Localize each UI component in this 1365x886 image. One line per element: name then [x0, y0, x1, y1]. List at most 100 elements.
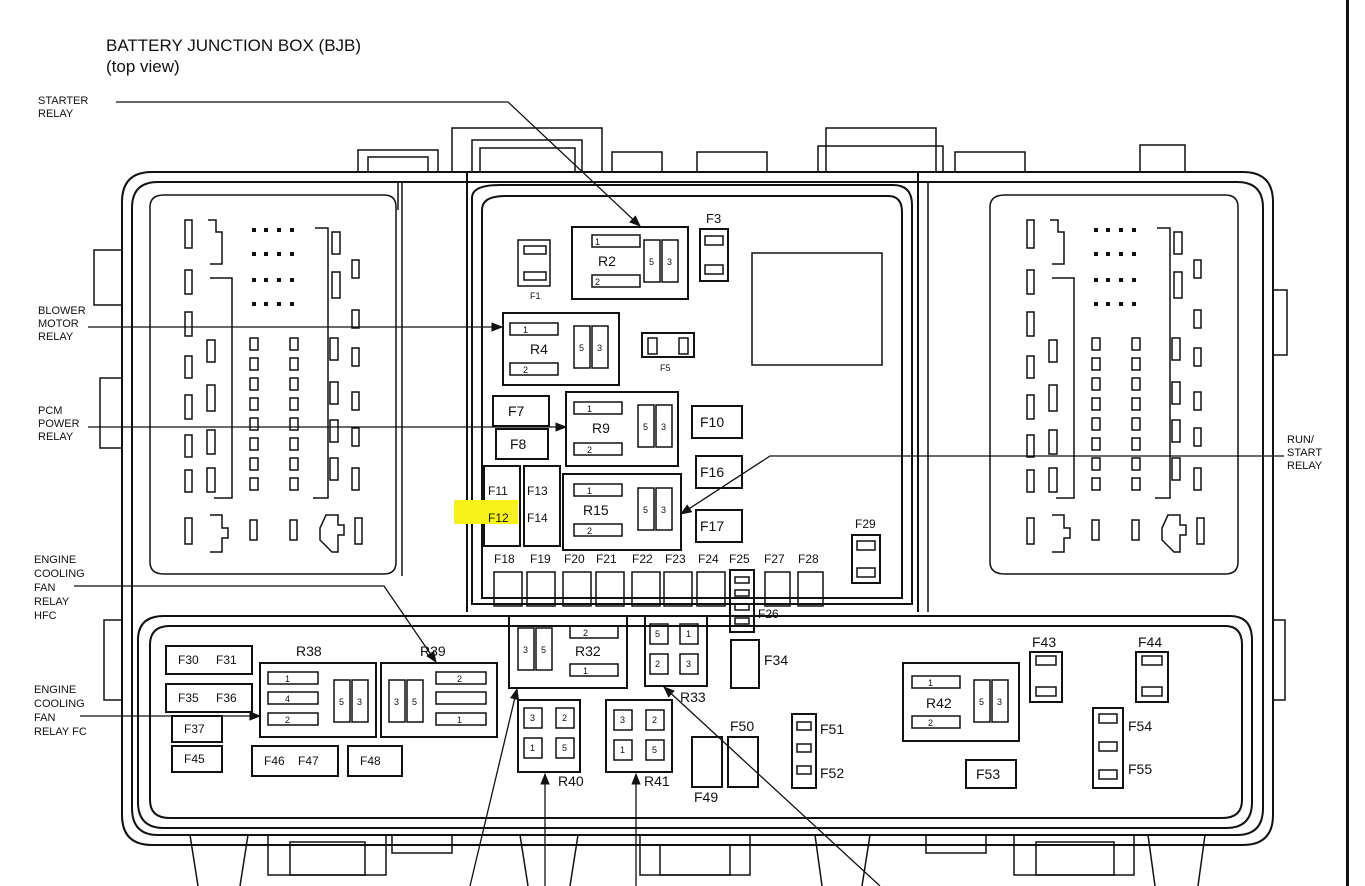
svg-text:3: 3: [667, 257, 672, 267]
relay-labels: R2 1 2 5 3 R4 1 2 5 3 R9 1 2 5 3 R15 1 2…: [285, 237, 1002, 789]
svg-text:1: 1: [928, 678, 933, 688]
svg-text:F7: F7: [508, 403, 525, 419]
svg-text:F49: F49: [694, 789, 718, 805]
svg-text:FAN: FAN: [34, 582, 55, 594]
svg-text:1: 1: [595, 237, 600, 247]
svg-text:F23: F23: [665, 552, 686, 566]
relay-r39[interactable]: [380, 662, 498, 738]
callout-labels: STARTER RELAY BLOWER MOTOR RELAY PCM POW…: [34, 95, 1323, 738]
left-connector-pins: [252, 228, 294, 306]
svg-text:1: 1: [523, 325, 528, 335]
svg-text:5: 5: [339, 697, 344, 707]
svg-text:F45: F45: [184, 752, 205, 766]
relay-r4[interactable]: [502, 312, 620, 386]
svg-text:F21: F21: [596, 552, 617, 566]
relay-r42[interactable]: [902, 662, 1020, 742]
svg-text:1: 1: [686, 629, 691, 639]
svg-text:R42: R42: [926, 695, 952, 711]
housing: [121, 171, 1274, 846]
svg-text:F52: F52: [820, 765, 844, 781]
leader-run-start-relay: [680, 455, 1284, 515]
svg-text:F5: F5: [660, 363, 671, 373]
svg-text:RELAY: RELAY: [38, 331, 74, 343]
svg-text:R4: R4: [530, 341, 548, 357]
bottom-tabs: [189, 834, 1206, 886]
svg-text:F25: F25: [729, 552, 750, 566]
relay-r33[interactable]: [644, 615, 708, 687]
diagram-title: BATTERY JUNCTION BOX (BJB): [106, 36, 361, 55]
svg-text:R2: R2: [598, 253, 616, 269]
svg-text:R33: R33: [680, 689, 706, 705]
svg-text:2: 2: [587, 526, 592, 536]
svg-text:3: 3: [530, 713, 535, 723]
svg-text:1: 1: [620, 745, 625, 755]
svg-text:R40: R40: [558, 773, 584, 789]
side-tabs: [93, 249, 1288, 701]
svg-text:RELAY: RELAY: [38, 108, 74, 120]
svg-text:F36: F36: [216, 691, 237, 705]
relay-r2[interactable]: [571, 226, 689, 300]
svg-text:F20: F20: [564, 552, 585, 566]
svg-text:2: 2: [652, 715, 657, 725]
svg-text:2: 2: [655, 659, 660, 669]
svg-text:F30: F30: [178, 653, 199, 667]
svg-text:F43: F43: [1032, 634, 1056, 650]
svg-text:5: 5: [579, 343, 584, 353]
svg-text:5: 5: [979, 697, 984, 707]
svg-text:3: 3: [523, 645, 528, 655]
svg-text:COOLING: COOLING: [34, 698, 85, 710]
svg-text:3: 3: [661, 422, 666, 432]
svg-text:2: 2: [523, 365, 528, 375]
svg-text:3: 3: [997, 697, 1002, 707]
svg-text:F27: F27: [764, 552, 785, 566]
svg-text:5: 5: [643, 422, 648, 432]
svg-text:ENGINE: ENGINE: [34, 684, 76, 696]
svg-text:1: 1: [530, 743, 535, 753]
svg-text:ENGINE: ENGINE: [34, 554, 76, 566]
relay-r32[interactable]: [508, 615, 628, 689]
svg-text:START: START: [1287, 447, 1322, 459]
svg-text:2: 2: [928, 718, 933, 728]
relay-r41[interactable]: [605, 699, 673, 773]
svg-text:F1: F1: [530, 291, 541, 301]
left-connector: [149, 182, 403, 576]
svg-text:F8: F8: [510, 436, 527, 452]
svg-text:1: 1: [583, 666, 588, 676]
svg-text:F48: F48: [360, 754, 381, 768]
svg-text:R15: R15: [583, 502, 609, 518]
svg-text:RELAY FC: RELAY FC: [34, 726, 87, 738]
svg-text:F10: F10: [700, 414, 724, 430]
svg-text:2: 2: [583, 628, 588, 638]
svg-text:3: 3: [661, 505, 666, 515]
svg-text:F29: F29: [855, 517, 876, 531]
svg-text:F19: F19: [530, 552, 551, 566]
svg-text:RELAY: RELAY: [38, 431, 74, 443]
relay-r38[interactable]: [259, 662, 377, 738]
svg-text:3: 3: [620, 715, 625, 725]
svg-text:3: 3: [686, 659, 691, 669]
svg-text:R9: R9: [592, 420, 610, 436]
svg-text:3: 3: [394, 697, 399, 707]
svg-text:F14: F14: [527, 511, 548, 525]
svg-text:BLOWER: BLOWER: [38, 305, 86, 317]
svg-text:F17: F17: [700, 518, 724, 534]
fuse-labels: F1 F3 F5 F7 F8 F10 F16 F17 F11 F12 F13 F…: [178, 211, 1162, 805]
svg-text:F28: F28: [798, 552, 819, 566]
svg-text:5: 5: [649, 257, 654, 267]
fuse-shapes: [165, 228, 1169, 789]
leader-r32: [469, 687, 520, 886]
svg-text:2: 2: [595, 277, 600, 287]
svg-text:R32: R32: [575, 643, 601, 659]
svg-text:F51: F51: [820, 721, 844, 737]
svg-text:R38: R38: [296, 643, 322, 659]
svg-text:F54: F54: [1128, 718, 1152, 734]
svg-text:F44: F44: [1138, 634, 1162, 650]
svg-text:2: 2: [562, 713, 567, 723]
svg-text:5: 5: [412, 697, 417, 707]
svg-text:F13: F13: [527, 484, 548, 498]
relay-r40[interactable]: [517, 699, 581, 773]
svg-text:5: 5: [652, 745, 657, 755]
svg-text:HFC: HFC: [34, 610, 57, 622]
svg-text:F18: F18: [494, 552, 515, 566]
leader-r33: [663, 686, 881, 886]
